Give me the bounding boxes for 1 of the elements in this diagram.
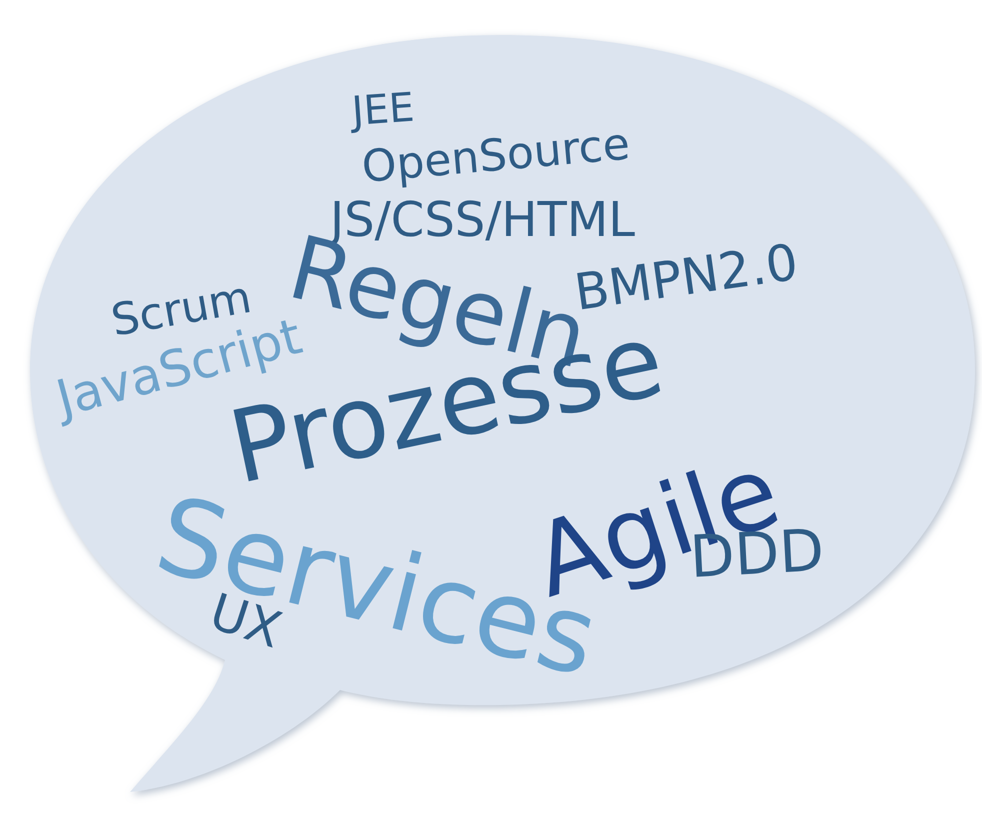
cloud-word: JEE [350,88,416,132]
